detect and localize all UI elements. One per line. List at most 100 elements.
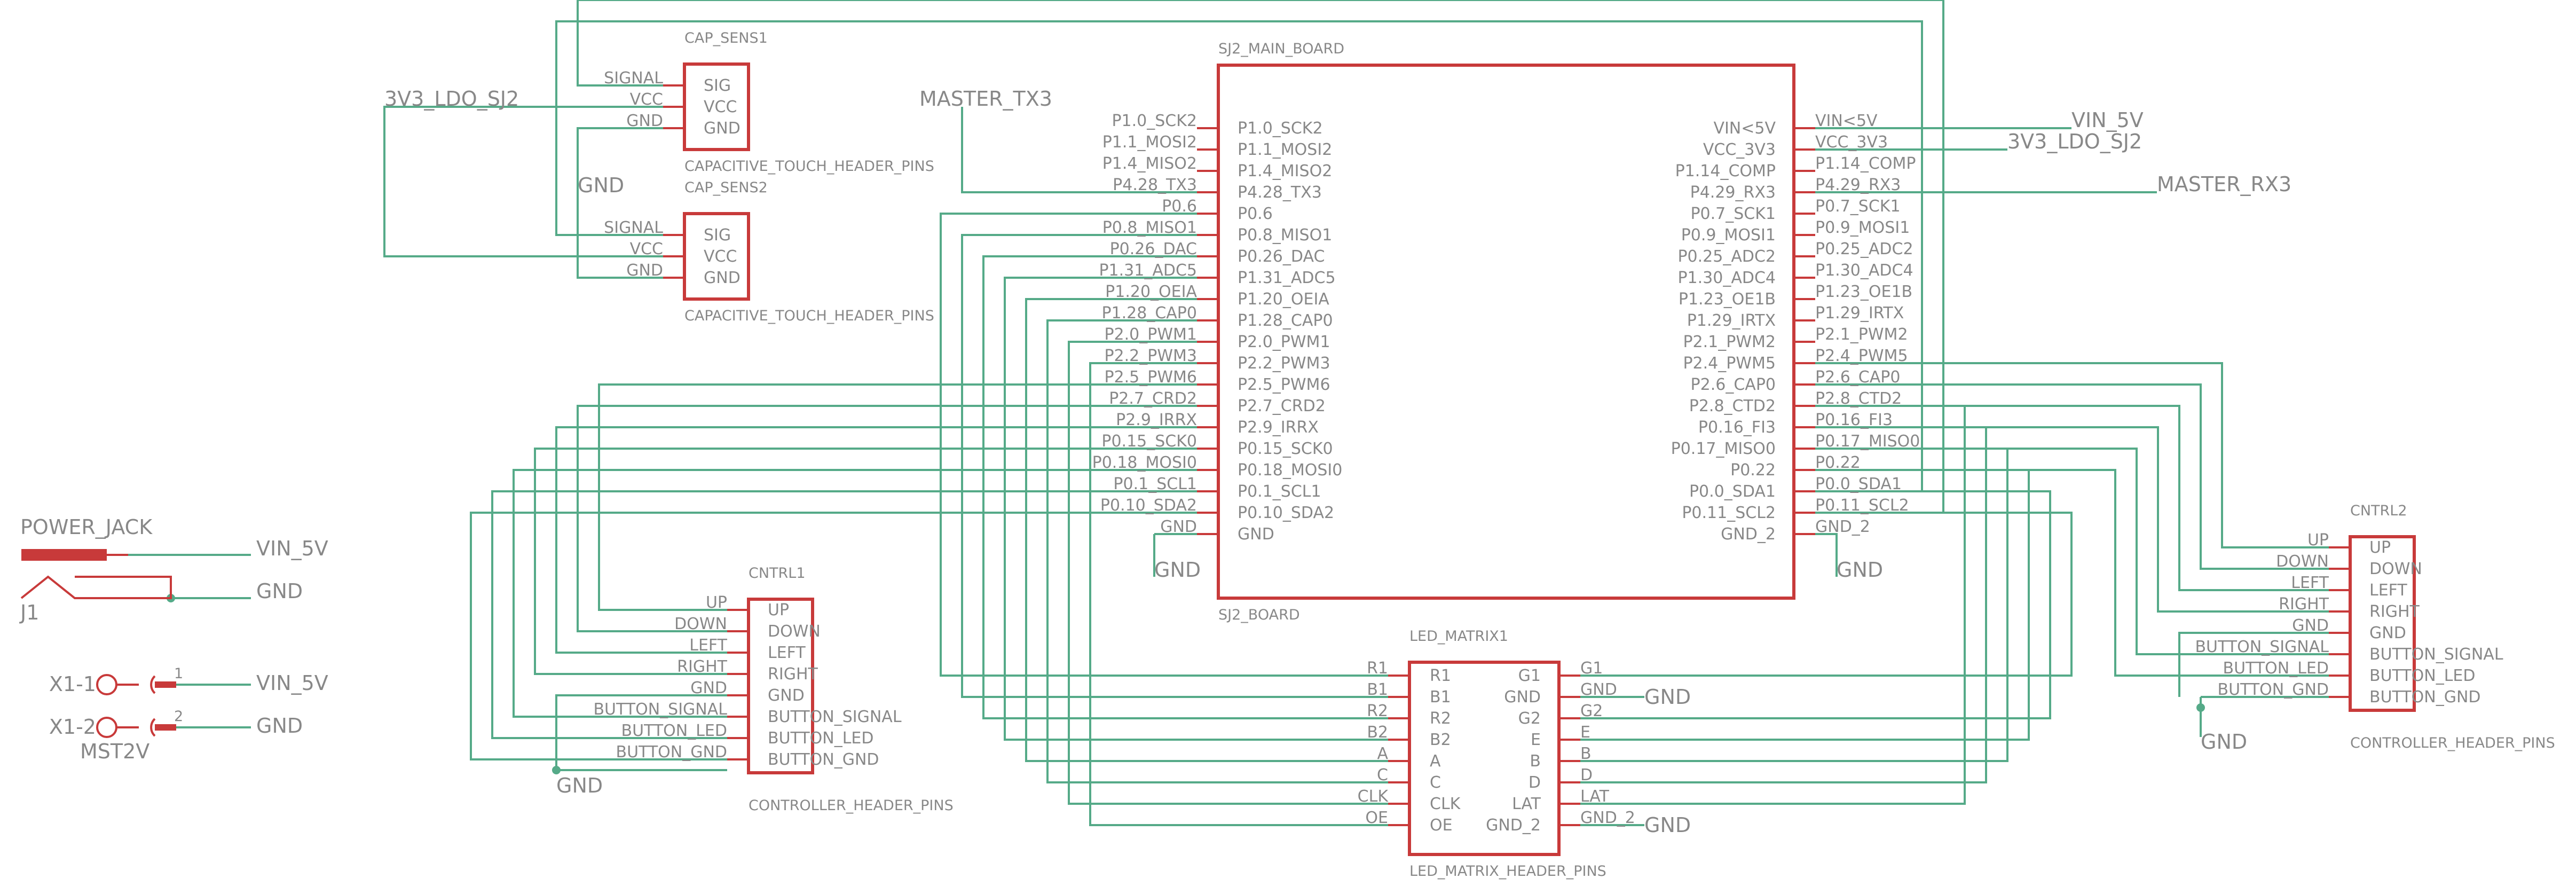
sj2-pin-left-name: P1.31_ADC5 bbox=[1099, 261, 1197, 280]
sj2-pin-left-name: P1.4_MISO2 bbox=[1102, 154, 1197, 173]
cntrl2-pin-label: BUTTON_LED bbox=[2369, 666, 2476, 685]
wire-led-left bbox=[1004, 277, 1388, 741]
wire-gnd-right bbox=[1815, 533, 1838, 577]
sj2-pin-left-label: P0.8_MISO1 bbox=[1238, 226, 1332, 245]
cap-sens1-pin-name: GND bbox=[626, 112, 663, 130]
sj2-pin-right-name: P2.4_PWM5 bbox=[1815, 347, 1908, 365]
led-matrix-left-pin-label: R1 bbox=[1430, 666, 1451, 685]
net-label-gnd-led-2: GND bbox=[1644, 813, 1691, 837]
cntrl1-pin-name: GND bbox=[690, 679, 727, 697]
sj2-pin-left-name: GND bbox=[1160, 517, 1197, 536]
cntrl1-pin-name: UP bbox=[706, 593, 727, 612]
cntrl1-pin-label: BUTTON_LED bbox=[768, 729, 874, 748]
net-label-master-tx3: MASTER_TX3 bbox=[919, 87, 1052, 111]
sj2-pin-left-name: P0.8_MISO1 bbox=[1102, 218, 1197, 237]
led-matrix-left-pin-label: R2 bbox=[1430, 709, 1451, 728]
led-matrix-left-pin-name: C bbox=[1377, 766, 1388, 785]
led-matrix-left-pin-name: R2 bbox=[1367, 702, 1388, 720]
led-matrix-left-pin-label: OE bbox=[1430, 816, 1453, 835]
cntrl2-pin-name: BUTTON_SIGNAL bbox=[2195, 638, 2329, 656]
mst2v-pin-body bbox=[155, 724, 176, 731]
sj2-pin-right-name: P0.25_ADC2 bbox=[1815, 240, 1913, 258]
cntrl1-pin-label: LEFT bbox=[768, 644, 806, 662]
net-label-3v3-a: 3V3_LDO_SJ2 bbox=[384, 87, 519, 111]
mst2v-pin-body bbox=[155, 681, 176, 688]
sj2-pin-left-label: P2.2_PWM3 bbox=[1238, 354, 1330, 373]
net-label-gnd: GND bbox=[256, 579, 303, 603]
cntrl1-pin-label: BUTTON_GND bbox=[768, 750, 879, 769]
sj2-pin-left-name: P4.28_TX3 bbox=[1113, 176, 1197, 194]
power-jack-pin bbox=[21, 549, 107, 561]
cntrl2-pin-label: GND bbox=[2369, 624, 2406, 642]
led-matrix-right-pin-name: B bbox=[1580, 744, 1592, 763]
cntrl2-part-name: CNTRL2 bbox=[2350, 503, 2407, 519]
cap-sens1-part-name: CAP_SENS1 bbox=[684, 30, 768, 46]
sj2-pin-left-name: P1.0_SCK2 bbox=[1112, 112, 1197, 130]
wire-led-left bbox=[961, 234, 1388, 698]
sj2-pin-left-name: P0.15_SCK0 bbox=[1101, 432, 1197, 451]
sj2-pin-right-name: VIN<5V bbox=[1815, 112, 1878, 130]
cap-sens2-pin-label: VCC bbox=[704, 247, 737, 266]
sj2-pin-left-name: P2.2_PWM3 bbox=[1104, 347, 1197, 365]
led-matrix-left-pin-name: B1 bbox=[1367, 680, 1388, 699]
wire-cntrl1-gnd bbox=[555, 694, 727, 770]
sj2-pin-left-label: P0.1_SCL1 bbox=[1238, 482, 1321, 501]
led-matrix-left-pin-label: B1 bbox=[1430, 688, 1451, 707]
cntrl1-pin-name: BUTTON_GND bbox=[616, 743, 727, 762]
sj2-pin-left-name: P2.5_PWM6 bbox=[1104, 368, 1197, 387]
cntrl2-pin-label: LEFT bbox=[2369, 581, 2407, 600]
sj2-pin-right-label: P2.1_PWM2 bbox=[1683, 333, 1776, 351]
label-layer: SJ2_MAIN_BOARDSJ2_BOARDP1.0_SCK2P1.0_SCK… bbox=[19, 30, 2555, 880]
mst2v-pin-arc bbox=[150, 675, 156, 694]
sj2-part-name: SJ2_MAIN_BOARD bbox=[1218, 41, 1344, 57]
wire-led-right bbox=[1580, 512, 2073, 677]
led-matrix-right-pin-label: D bbox=[1529, 773, 1541, 792]
sj2-pin-right-label: P2.4_PWM5 bbox=[1683, 354, 1776, 373]
sj2-pin-left-name: P1.1_MOSI2 bbox=[1102, 133, 1197, 152]
cntrl1-pin-label: DOWN bbox=[768, 622, 821, 641]
net-label-gnd-led: GND bbox=[1644, 685, 1691, 709]
sj2-pin-left-label: GND bbox=[1238, 525, 1274, 544]
sj2-pin-left-label: P1.1_MOSI2 bbox=[1238, 140, 1332, 159]
sj2-pin-right-name: P4.29_RX3 bbox=[1815, 176, 1901, 194]
led-matrix-right-pin-name: G2 bbox=[1580, 702, 1603, 720]
led-matrix-right-pin-name: GND_2 bbox=[1580, 809, 1635, 827]
sj2-pin-right-label: P0.25_ADC2 bbox=[1677, 247, 1776, 266]
cap-sens1-pin-label: VCC bbox=[704, 98, 737, 116]
led-matrix-part-name: LED_MATRIX1 bbox=[1409, 628, 1508, 645]
cntrl2-pin-label: DOWN bbox=[2369, 560, 2422, 578]
sj2-pin-left-name: P2.7_CRD2 bbox=[1109, 389, 1197, 408]
sj2-pin-right-label: P0.11_SCL2 bbox=[1682, 504, 1776, 522]
led-matrix-part-value: LED_MATRIX_HEADER_PINS bbox=[1409, 863, 1606, 880]
sj2-pin-right-name: P2.8_CTD2 bbox=[1815, 389, 1902, 408]
led-matrix-left-pin-label: B2 bbox=[1430, 731, 1451, 749]
sj2-pin-right-name: P2.1_PWM2 bbox=[1815, 325, 1908, 344]
sj2-pin-right-name: P2.6_CAP0 bbox=[1815, 368, 1900, 387]
net-label-gnd-cntrl2: GND bbox=[2201, 730, 2247, 754]
mst2v-part-name: MST2V bbox=[80, 740, 149, 763]
led-matrix-body bbox=[1408, 661, 1561, 856]
sj2-pin-right-name: P1.23_OE1B bbox=[1815, 283, 1912, 301]
led-matrix-left-pin-name: B2 bbox=[1367, 723, 1388, 742]
power-jack-ref: J1 bbox=[19, 601, 39, 624]
sj2-pin-right-name: P0.9_MOSI1 bbox=[1815, 218, 1910, 237]
mst2v-pin-circle bbox=[96, 717, 117, 738]
wire-cntrl1 bbox=[598, 383, 1197, 611]
sj2-pin-left-label: P1.0_SCK2 bbox=[1238, 119, 1323, 138]
cap-sens2-part-name: CAP_SENS2 bbox=[684, 179, 768, 196]
wire-led-left bbox=[1046, 319, 1388, 783]
wire-cntrl1 bbox=[470, 512, 1197, 760]
sj2-pin-right-label: GND_2 bbox=[1721, 525, 1776, 544]
sj2-pin-right-name: P0.16_FI3 bbox=[1815, 411, 1893, 429]
led-matrix-right-pin-label: G2 bbox=[1518, 709, 1541, 728]
sj2-pin-right-label: P0.17_MISO0 bbox=[1671, 440, 1776, 458]
led-matrix-left-pin-label: A bbox=[1430, 752, 1441, 771]
cntrl2-pin-label: RIGHT bbox=[2369, 602, 2420, 621]
sj2-pin-left-name: P2.9_IRRX bbox=[1116, 411, 1197, 429]
power-jack-part-name: POWER_JACK bbox=[20, 515, 153, 539]
cntrl1-pin-name: DOWN bbox=[674, 615, 727, 633]
net-label-gnd: GND bbox=[256, 714, 303, 738]
cntrl2-pin-name: BUTTON_GND bbox=[2217, 680, 2329, 699]
sj2-pin-right-name: P0.7_SCK1 bbox=[1815, 197, 1901, 216]
